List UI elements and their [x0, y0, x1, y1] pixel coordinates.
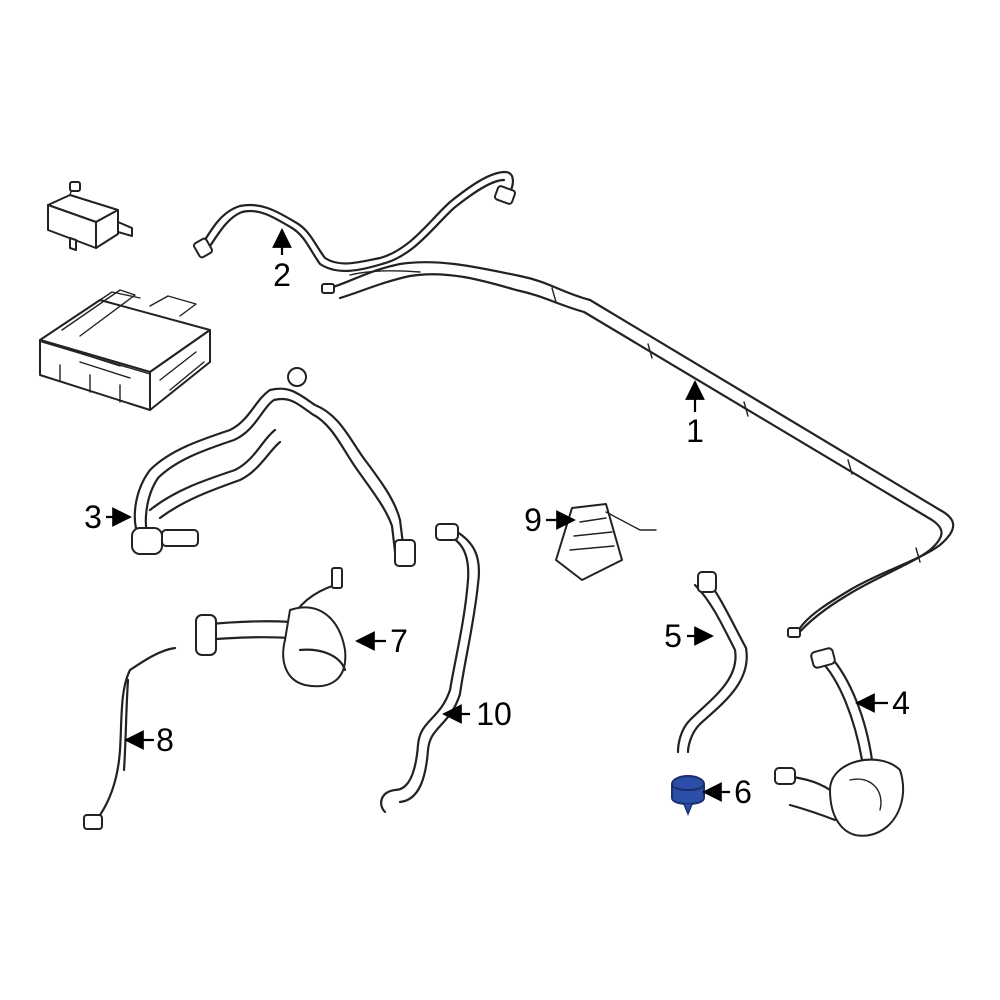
callout-10: 10 — [476, 696, 512, 732]
callout-8: 8 — [156, 722, 174, 758]
callout-2: 2 — [273, 257, 291, 293]
callout-7: 7 — [390, 623, 408, 659]
callout-6: 6 — [734, 774, 752, 810]
part-9-bracket — [555, 503, 657, 581]
part-8-tube — [83, 646, 177, 830]
part-3-hose — [131, 367, 416, 567]
part-4-cooler — [774, 647, 905, 837]
part-2-hose — [193, 170, 517, 273]
callout-arrows — [106, 228, 888, 802]
part-1-line — [321, 261, 955, 638]
callout-9: 9 — [524, 502, 542, 538]
part-7-manifold — [195, 567, 347, 688]
callout-1: 1 — [686, 413, 704, 449]
part-10-hose — [380, 523, 480, 814]
control-module — [39, 289, 211, 411]
part-6-clamp — [671, 775, 705, 817]
callout-5: 5 — [664, 618, 682, 654]
part-5-hose — [676, 571, 748, 754]
callout-3: 3 — [84, 499, 102, 535]
sensor-module — [47, 181, 133, 251]
callout-4: 4 — [892, 685, 910, 721]
callout-labels: 1 2 3 4 5 6 7 8 9 10 — [84, 257, 910, 810]
